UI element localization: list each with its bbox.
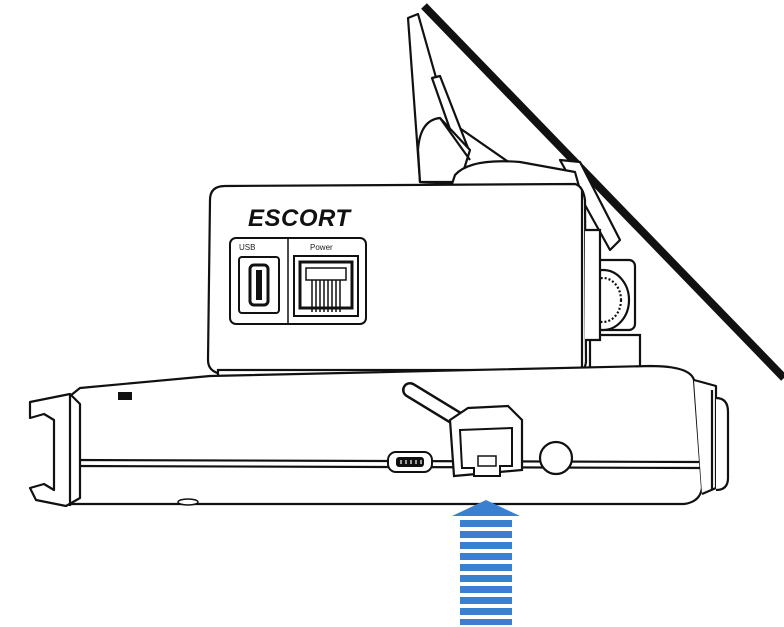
windshield-line	[421, 3, 784, 381]
brand-logo-text: ESCORT	[248, 205, 352, 232]
adapter-port-panel: USB Power	[229, 237, 367, 325]
usb-port-label: USB	[239, 243, 255, 252]
body-power-port-icon	[448, 404, 524, 478]
mount-bracket	[406, 12, 622, 252]
detector-nose	[28, 392, 82, 508]
power-port-icon	[293, 255, 359, 317]
detector-body	[58, 364, 730, 506]
round-button-icon	[538, 440, 574, 476]
mount-hole	[177, 498, 199, 506]
up-arrow-icon	[452, 500, 520, 625]
indicator-mark	[118, 392, 132, 400]
mini-usb-port-icon	[387, 451, 433, 473]
power-port-label: Power	[310, 243, 333, 252]
usb-port-icon	[238, 256, 280, 314]
